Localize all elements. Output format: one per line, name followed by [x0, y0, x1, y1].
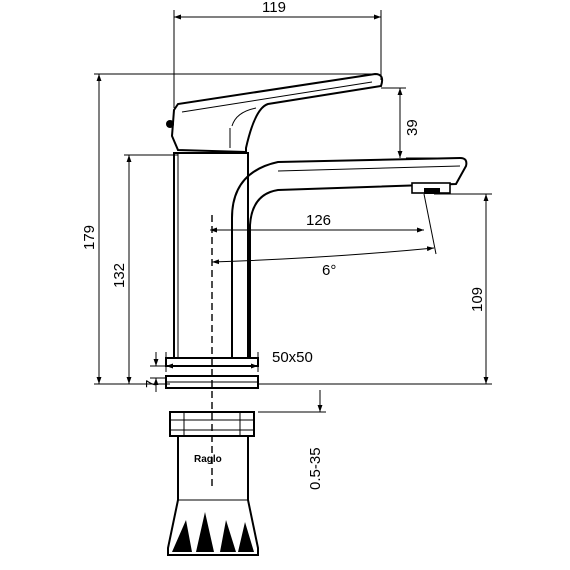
faucet-spout [231, 156, 468, 358]
grip-fins [172, 512, 254, 552]
label-overall-height: 179 [81, 225, 98, 250]
brand-logo: Raglo [194, 454, 222, 465]
dim-reach: 126 [210, 212, 424, 233]
label-overall-width: 119 [262, 0, 286, 16]
lever-handle [170, 72, 384, 154]
label-reach: 126 [306, 212, 331, 229]
dim-deck-range: 0.5-35 [258, 390, 326, 490]
lever-handle-inner [181, 81, 373, 148]
label-spout-angle: 6° [322, 262, 336, 279]
dim-spout-height: 132 [111, 154, 178, 385]
dim-spout-angle: 6° [211, 193, 437, 279]
dim-outlet-height: 109 [258, 193, 492, 385]
label-handle-rise: 39 [404, 119, 421, 136]
dim-overall-height: 179 [81, 73, 372, 385]
dim-handle-rise: 39 [381, 87, 460, 159]
label-base-size: 50x50 [272, 349, 313, 366]
aerator-tip [424, 188, 440, 194]
label-outlet-height: 109 [469, 287, 486, 312]
label-base-thickness: 7 [143, 380, 160, 388]
label-spout-height: 132 [111, 263, 128, 288]
handle-screw [166, 120, 174, 128]
dim-base-size: 50x50 [165, 349, 313, 372]
faucet-column [173, 152, 249, 359]
dim-overall-width: 119 [173, 0, 382, 108]
dim-base-thickness: 7 [143, 352, 166, 392]
label-deck-range: 0.5-35 [307, 447, 324, 490]
